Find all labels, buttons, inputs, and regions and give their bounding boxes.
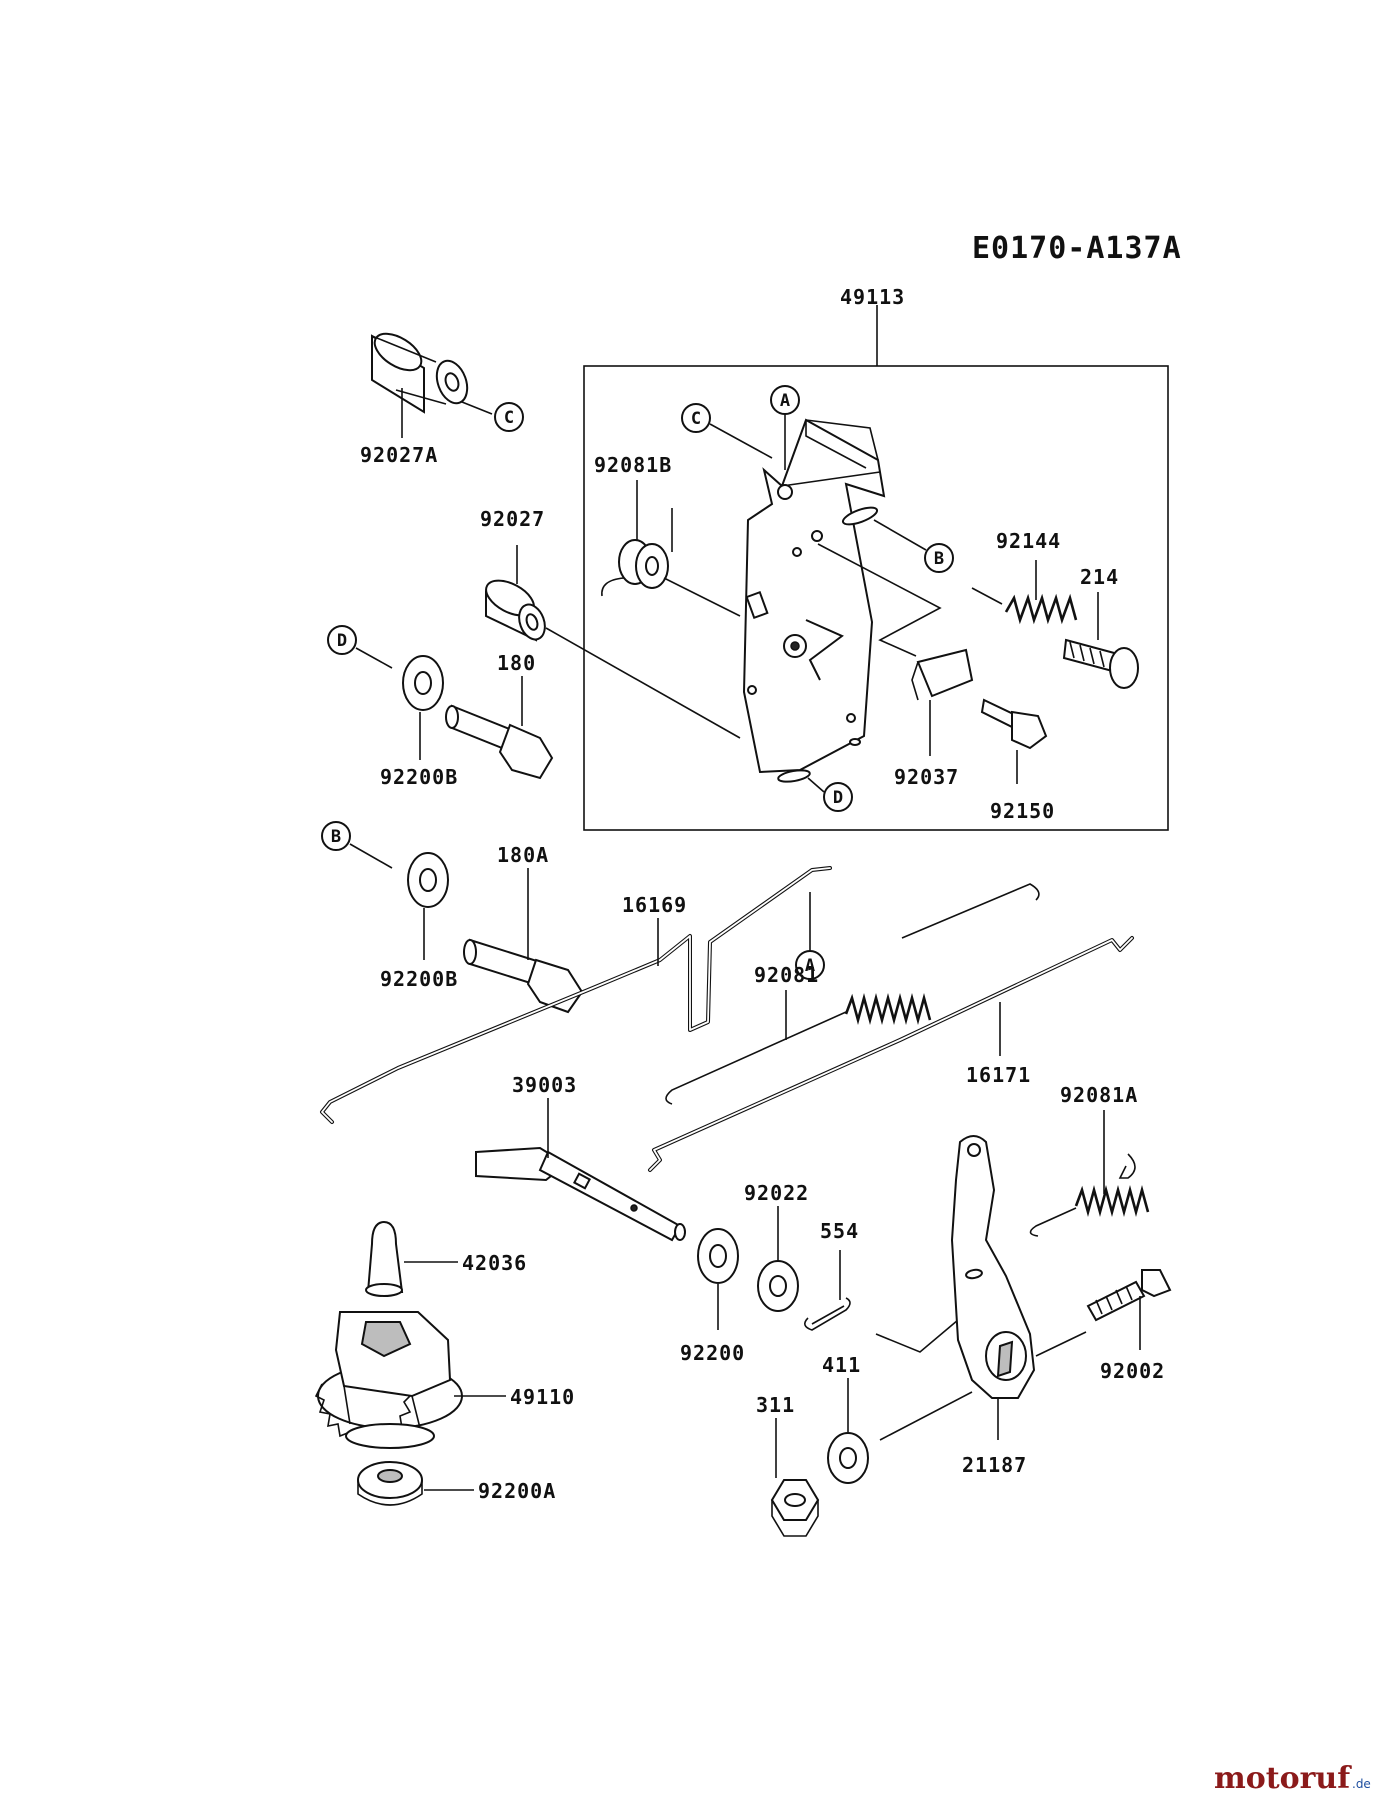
svg-text:A: A <box>805 956 815 976</box>
part-92022: 92022 <box>744 1181 809 1312</box>
part-92027: 92027 <box>480 507 741 739</box>
assembly-49113: 49113 <box>583 285 1169 831</box>
part-label-42036: 42036 <box>462 1251 527 1275</box>
marker-c-outside: C <box>494 402 524 432</box>
part-label-92200B-upper: 92200B <box>380 765 458 789</box>
part-21187: 21187 <box>879 1135 1087 1477</box>
svg-text:B: B <box>331 827 341 847</box>
part-92150: 92150 <box>980 698 1055 823</box>
part-label-39003: 39003 <box>512 1073 577 1097</box>
part-92081B: 92081B <box>594 453 741 617</box>
control-plate <box>742 418 886 783</box>
watermark-suffix: .de <box>1352 1777 1371 1791</box>
part-49110: 49110 <box>314 1311 575 1449</box>
part-16169: 16169 <box>320 866 832 1124</box>
part-label-49113: 49113 <box>840 285 905 309</box>
part-label-554: 554 <box>820 1219 859 1243</box>
part-label-92150: 92150 <box>990 799 1055 823</box>
part-411: 411 <box>822 1353 869 1484</box>
part-42036: 42036 <box>365 1220 527 1297</box>
part-92200: 92200 <box>680 1228 745 1365</box>
part-label-92081: 92081 <box>754 963 819 987</box>
svg-text:C: C <box>504 408 514 428</box>
part-label-92200: 92200 <box>680 1341 745 1365</box>
part-label-411: 411 <box>822 1353 861 1377</box>
part-label-92022: 92022 <box>744 1181 809 1205</box>
part-label-21187: 21187 <box>962 1453 1027 1477</box>
diagram-code: E0170-A137A <box>972 231 1182 266</box>
part-label-49110: 49110 <box>510 1385 575 1409</box>
part-92200B-upper: 92200B <box>380 655 458 789</box>
part-180: 180 <box>445 651 554 780</box>
svg-text:A: A <box>780 391 790 411</box>
part-label-92200A: 92200A <box>478 1479 556 1503</box>
part-311: 311 <box>756 1393 820 1537</box>
watermark-logo: motoruf .de <box>1214 1761 1371 1796</box>
part-92200B-lower: 92200B <box>380 852 458 991</box>
marker-a-outside: A <box>795 892 825 980</box>
part-label-92081B: 92081B <box>594 453 672 477</box>
part-label-92200B-lower: 92200B <box>380 967 458 991</box>
marker-b-inside: B <box>873 519 954 573</box>
part-92037: 92037 <box>894 648 974 789</box>
part-39003: 39003 <box>475 1073 686 1242</box>
part-label-180A: 180A <box>497 843 549 867</box>
part-554: 554 <box>804 1219 859 1331</box>
svg-text:D: D <box>833 788 843 808</box>
svg-text:B: B <box>934 549 944 569</box>
part-180A: 180A <box>463 843 584 1014</box>
part-label-92037: 92037 <box>894 765 959 789</box>
part-92027A: 92027A <box>360 332 493 467</box>
svg-text:D: D <box>337 631 347 651</box>
part-214: 214 <box>1062 565 1139 689</box>
part-label-16169: 16169 <box>622 893 687 917</box>
part-92002: 92002 <box>1086 1269 1172 1383</box>
part-label-16171: 16171 <box>966 1063 1031 1087</box>
part-label-92002: 92002 <box>1100 1359 1165 1383</box>
leader-92037-guide <box>817 543 942 657</box>
part-label-92144: 92144 <box>996 529 1061 553</box>
part-92144: 92144 <box>971 529 1078 625</box>
part-label-214: 214 <box>1080 565 1119 589</box>
marker-d-inside: D <box>807 777 853 812</box>
marker-a-inside: A <box>770 385 800 470</box>
part-92081A: 92081A <box>1029 1083 1150 1237</box>
part-label-92081A: 92081A <box>1060 1083 1138 1107</box>
part-label-92027: 92027 <box>480 507 545 531</box>
part-16171: 16171 <box>648 936 1134 1172</box>
svg-text:C: C <box>691 409 701 429</box>
part-label-311: 311 <box>756 1393 795 1417</box>
part-92081: 92081 <box>665 883 1040 1105</box>
part-label-180: 180 <box>497 651 536 675</box>
part-92200A: 92200A <box>357 1461 556 1506</box>
part-label-92027A: 92027A <box>360 443 438 467</box>
watermark-brand: motoruf <box>1214 1761 1352 1796</box>
marker-c-inside: C <box>681 403 773 459</box>
marker-b-outside: B <box>321 821 393 869</box>
marker-d-outside: D <box>327 625 393 669</box>
